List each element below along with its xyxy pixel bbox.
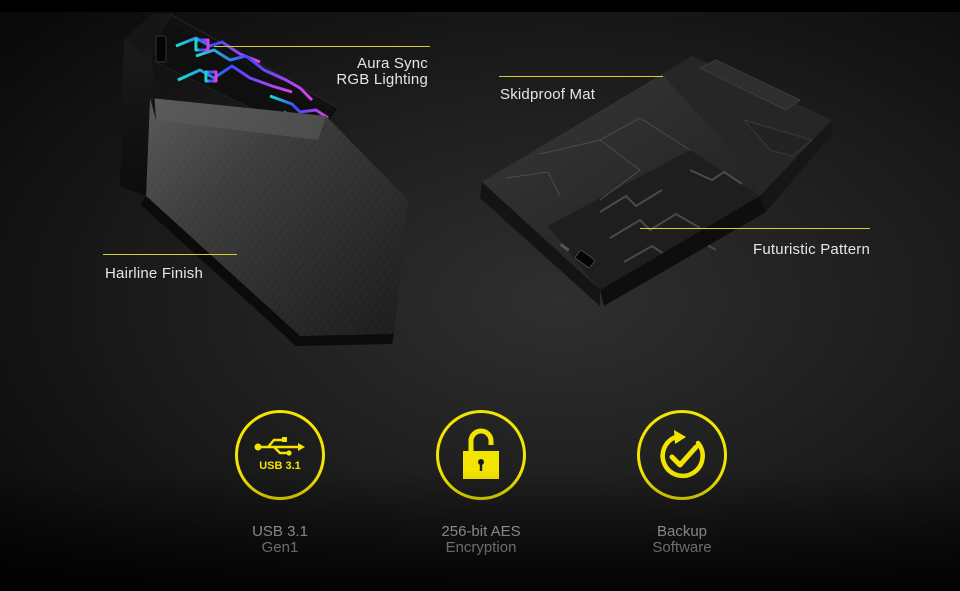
backup-check-icon [637, 410, 727, 500]
hairline-leader-line [103, 254, 237, 255]
futuristic-callout: Futuristic Pattern [753, 241, 870, 258]
aura-sync-callout: Aura Sync RGB Lighting [300, 56, 428, 88]
feature-usb-line2: Gen1 [261, 539, 299, 556]
feature-usb-line1: USB 3.1 [252, 523, 308, 540]
hairline-callout: Hairline Finish [105, 265, 204, 282]
aura-sync-leader-line [214, 46, 430, 47]
feature-backup-line1: Backup [656, 523, 708, 540]
feature-backup: Backup Software [607, 410, 757, 556]
feature-encryption: 256-bit AES Encryption [406, 410, 556, 556]
lock-icon [436, 410, 526, 500]
left-drive [120, 13, 408, 346]
right-drive [480, 56, 832, 306]
feature-backup-line2: Software [652, 539, 712, 556]
usb-icon: USB 3.1 [235, 410, 325, 500]
usb-icon-text: USB 3.1 [259, 460, 301, 472]
feature-encryption-line1: 256-bit AES [441, 523, 521, 540]
futuristic-leader-line [640, 228, 870, 229]
aura-sync-label: Aura Sync [357, 55, 428, 72]
skidproof-callout: Skidproof Mat [500, 86, 596, 103]
feature-usb: USB 3.1 USB 3.1 Gen1 [205, 410, 355, 556]
skidproof-leader-line [499, 76, 663, 77]
feature-encryption-line2: Encryption [445, 539, 517, 556]
top-bar [0, 0, 960, 12]
rgb-lighting-label: RGB Lighting [336, 71, 428, 88]
